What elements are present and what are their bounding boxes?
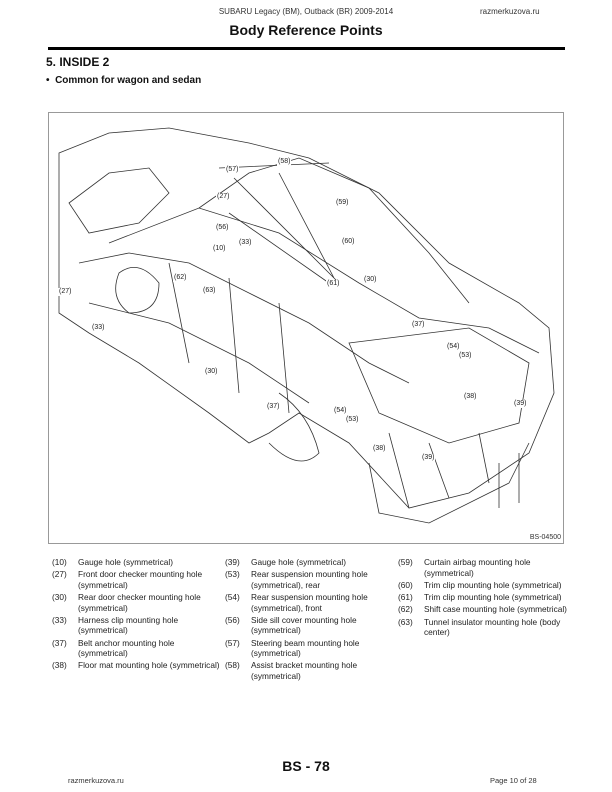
legend-text: Gauge hole (symmetrical) xyxy=(251,557,346,567)
callout-label: (37) xyxy=(266,403,281,411)
legend-item: (37) Belt anchor mounting hole (symmetric… xyxy=(52,638,222,659)
callout-label: (61) xyxy=(326,280,341,288)
legend-number: (58) xyxy=(225,660,240,671)
callout-label: (27) xyxy=(216,193,231,201)
legend-text: Curtain airbag mounting hole (symmetrica… xyxy=(424,557,531,578)
legend-item: (63) Tunnel insulator mounting hole (body… xyxy=(398,617,568,638)
legend-text: Shift case mounting hole (symmetrical) xyxy=(424,604,567,615)
callout-label: (54) xyxy=(446,343,461,351)
legend-number: (39) xyxy=(225,557,240,567)
subsection-text: Common for wagon and sedan xyxy=(55,75,202,86)
legend-text: Front door checker mounting hole (symmet… xyxy=(78,569,203,590)
callout-label: (53) xyxy=(345,416,360,424)
legend-number: (56) xyxy=(225,614,240,625)
callout-label: (30) xyxy=(204,368,219,376)
callout-label: (63) xyxy=(202,287,217,295)
callout-label: (37) xyxy=(411,321,426,329)
legend-item: (57) Steering beam mounting hole (symmetr… xyxy=(225,638,395,659)
legend-number: (30) xyxy=(52,592,67,603)
legend-item: (54) Rear suspension mounting hole (symme… xyxy=(225,592,395,613)
legend-number: (38) xyxy=(52,660,67,671)
legend-column-3: (59) Curtain airbag mounting hole (symmet… xyxy=(398,557,568,639)
section-title: 5. INSIDE 2 xyxy=(46,55,110,69)
callout-label: (30) xyxy=(363,276,378,284)
legend-item: (58) Assist bracket mounting hole (symmet… xyxy=(225,660,395,681)
legend-text: Floor mat mounting hole (symmetrical) xyxy=(78,660,220,671)
legend-item: (33) Harness clip mounting hole (symmetri… xyxy=(52,615,222,636)
legend-item: (53) Rear suspension mounting hole (symme… xyxy=(225,569,395,590)
legend-text: Gauge hole (symmetrical) xyxy=(78,557,173,567)
callout-label: (27) xyxy=(58,288,73,296)
legend-item: (61) Trim clip mounting hole (symmetrical… xyxy=(398,592,568,603)
legend-number: (59) xyxy=(398,557,413,567)
legend-number: (60) xyxy=(398,579,413,590)
callout-label: (54) xyxy=(333,407,348,415)
legend-text: Assist bracket mounting hole (symmetrica… xyxy=(251,660,358,681)
legend-text: Steering beam mounting hole (symmetrical… xyxy=(251,637,360,659)
legend-text: Side sill cover mounting hole (symmetric… xyxy=(251,614,357,636)
legend-item: (60) Trim clip mounting hole (symmetrical… xyxy=(398,580,568,591)
legend-number: (63) xyxy=(398,616,413,627)
legend-item: (59) Curtain airbag mounting hole (symmet… xyxy=(398,557,568,578)
legend-number: (61) xyxy=(398,592,413,603)
callout-label: (53) xyxy=(458,352,473,360)
callout-label: (33) xyxy=(91,324,106,332)
legend-text: Trim clip mounting hole (symmetrical) xyxy=(424,592,562,603)
legend-number: (33) xyxy=(52,614,67,625)
legend-number: (37) xyxy=(52,637,67,648)
car-body-drawing xyxy=(58,127,555,524)
legend-item: (27) Front door checker mounting hole (sy… xyxy=(52,569,222,590)
callout-label: (56) xyxy=(215,224,230,232)
legend-item: (10) Gauge hole (symmetrical) xyxy=(52,557,222,568)
figure-id: BS-04500 xyxy=(529,534,561,541)
legend-column-2: (39) Gauge hole (symmetrical) (53) Rear su… xyxy=(225,557,395,683)
footer-site: razmerkuzova.ru xyxy=(68,776,124,785)
body-diagram: (58) (57) (27) (59) (56) (60) (33) (10) … xyxy=(48,112,564,544)
legend-number: (54) xyxy=(225,592,240,603)
legend-text: Harness clip mounting hole (symmetrical) xyxy=(78,614,179,636)
callout-label: (38) xyxy=(463,393,478,401)
callout-label: (60) xyxy=(341,238,356,246)
legend-text: Rear suspension mounting hole (symmetric… xyxy=(251,592,368,613)
legend-item: (62) Shift case mounting hole (symmetrica… xyxy=(398,604,568,615)
legend-text: Tunnel insulator mounting hole (body cen… xyxy=(424,616,561,638)
document-header-title: SUBARU Legacy (BM), Outback (BR) 2009-20… xyxy=(218,7,394,16)
callout-label: (58) xyxy=(277,158,292,166)
callout-label: (10) xyxy=(212,245,227,253)
subsection-title: • Common for wagon and sedan xyxy=(46,75,202,86)
callout-label: (38) xyxy=(372,445,387,453)
callout-label: (39) xyxy=(421,454,436,462)
legend-number: (62) xyxy=(398,604,413,615)
legend-text: Rear door checker mounting hole (symmetr… xyxy=(78,592,201,613)
legend-text: Rear suspension mounting hole (symmetric… xyxy=(251,569,368,590)
page-title: Body Reference Points xyxy=(229,22,383,38)
legend-item: (30) Rear door checker mounting hole (sym… xyxy=(52,592,222,613)
callout-label: (62) xyxy=(173,274,188,282)
legend-text: Belt anchor mounting hole (symmetrical) xyxy=(78,637,175,659)
legend-number: (27) xyxy=(52,569,67,580)
legend-item: (39) Gauge hole (symmetrical) xyxy=(225,557,395,568)
callout-label: (33) xyxy=(238,239,253,247)
header-site: razmerkuzova.ru xyxy=(480,7,540,16)
legend-number: (53) xyxy=(225,569,240,580)
legend-number: (57) xyxy=(225,637,240,648)
legend-number: (10) xyxy=(52,557,67,567)
legend-item: (56) Side sill cover mounting hole (symme… xyxy=(225,615,395,636)
page-counter: Page 10 of 28 xyxy=(490,776,537,785)
legend-column-1: (10) Gauge hole (symmetrical) (27) Front d… xyxy=(52,557,222,673)
title-divider xyxy=(48,47,565,50)
callout-label: (59) xyxy=(335,199,350,207)
page-code: BS - 78 xyxy=(282,758,330,774)
callout-label: (57) xyxy=(225,166,240,174)
callout-label: (39) xyxy=(513,400,528,408)
legend-item: (38) Floor mat mounting hole (symmetrical… xyxy=(52,660,222,671)
legend-text: Trim clip mounting hole (symmetrical) xyxy=(424,579,562,590)
